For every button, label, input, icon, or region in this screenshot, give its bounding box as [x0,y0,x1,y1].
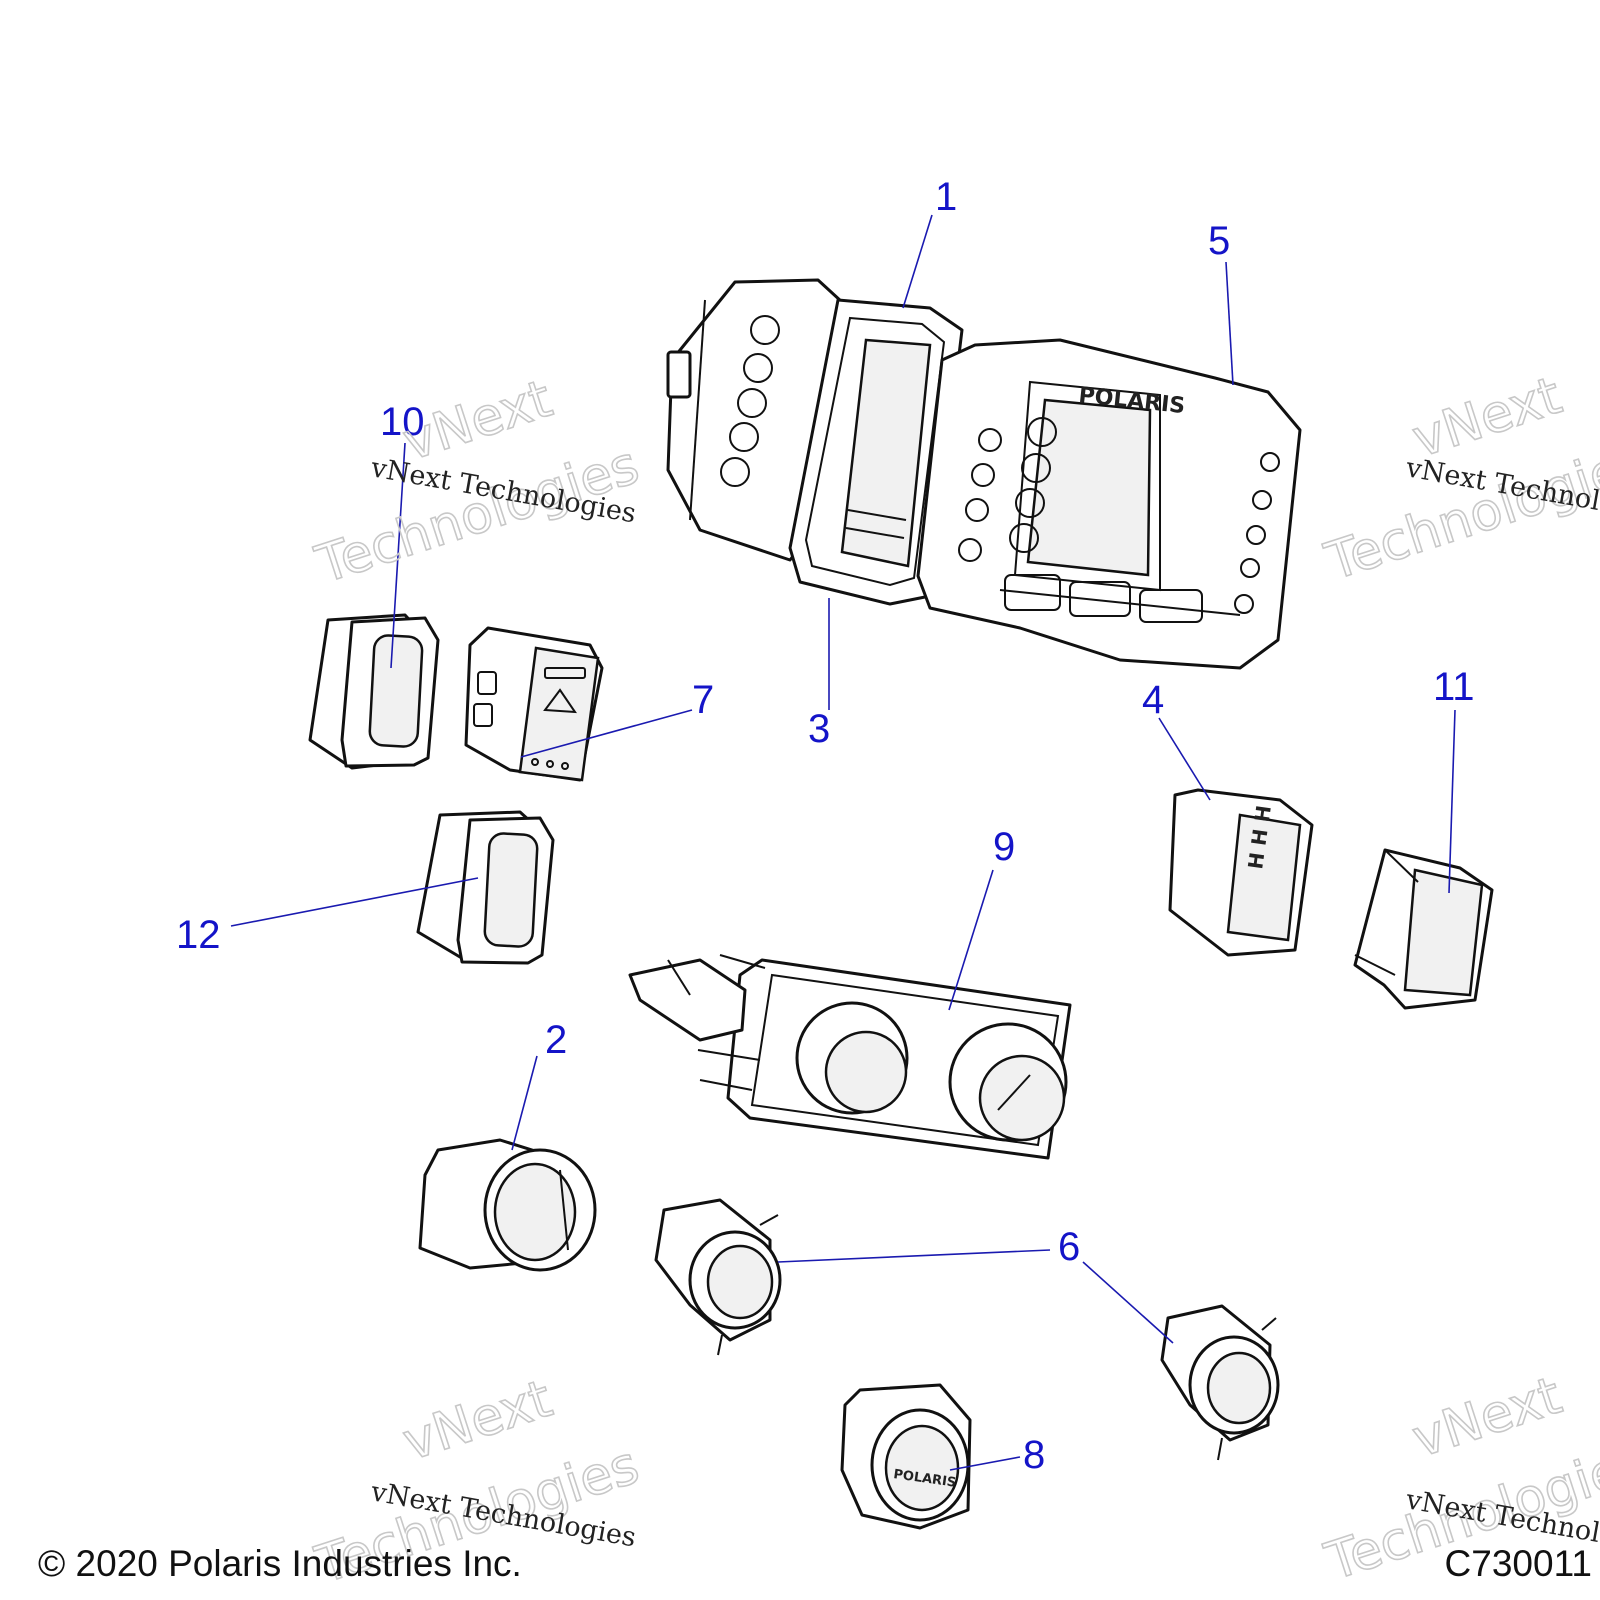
svg-text:vNext: vNext [1406,366,1569,470]
callout-labels: 1 2 3 4 5 6 7 8 9 10 11 12 [176,175,1475,1477]
callout-5: 5 [1208,219,1230,263]
callout-10: 10 [380,400,425,444]
instrument-cluster: POLARIS [666,278,1302,670]
knob-control-panel-9 [628,954,1072,1160]
callout-12: 12 [176,913,221,957]
svg-text:vNext: vNext [396,1369,559,1473]
copyright-notice: © 2020 Polaris Industries Inc. [38,1543,522,1584]
callout-8: 8 [1023,1433,1045,1477]
power-outlet-6-upper [654,1198,782,1356]
callout-7: 7 [692,678,714,722]
svg-text:vNext: vNext [396,369,559,473]
callout-3: 3 [808,707,830,751]
callout-2: 2 [545,1018,567,1062]
hazard-switch-7 [464,626,604,782]
figure-id: C730011 [1445,1543,1592,1584]
callout-1: 1 [935,175,957,219]
callout-4: 4 [1142,678,1164,722]
rocker-switch-12 [416,810,555,965]
usb-outlet-8: POLARIS [840,1383,972,1530]
rocker-switch-10 [308,613,440,770]
callout-11: 11 [1433,665,1475,709]
hazard-triangle-icon [543,688,577,714]
leader-lines [230,214,1456,1471]
svg-text:vNext: vNext [1406,1366,1569,1470]
drive-switch-4: H H H [1168,788,1314,957]
key-switch-2 [418,1138,597,1272]
power-outlet-6-lower [1160,1304,1280,1461]
switch-cover-11 [1353,848,1494,1010]
callout-9: 9 [993,825,1015,869]
callout-6: 6 [1058,1225,1080,1269]
